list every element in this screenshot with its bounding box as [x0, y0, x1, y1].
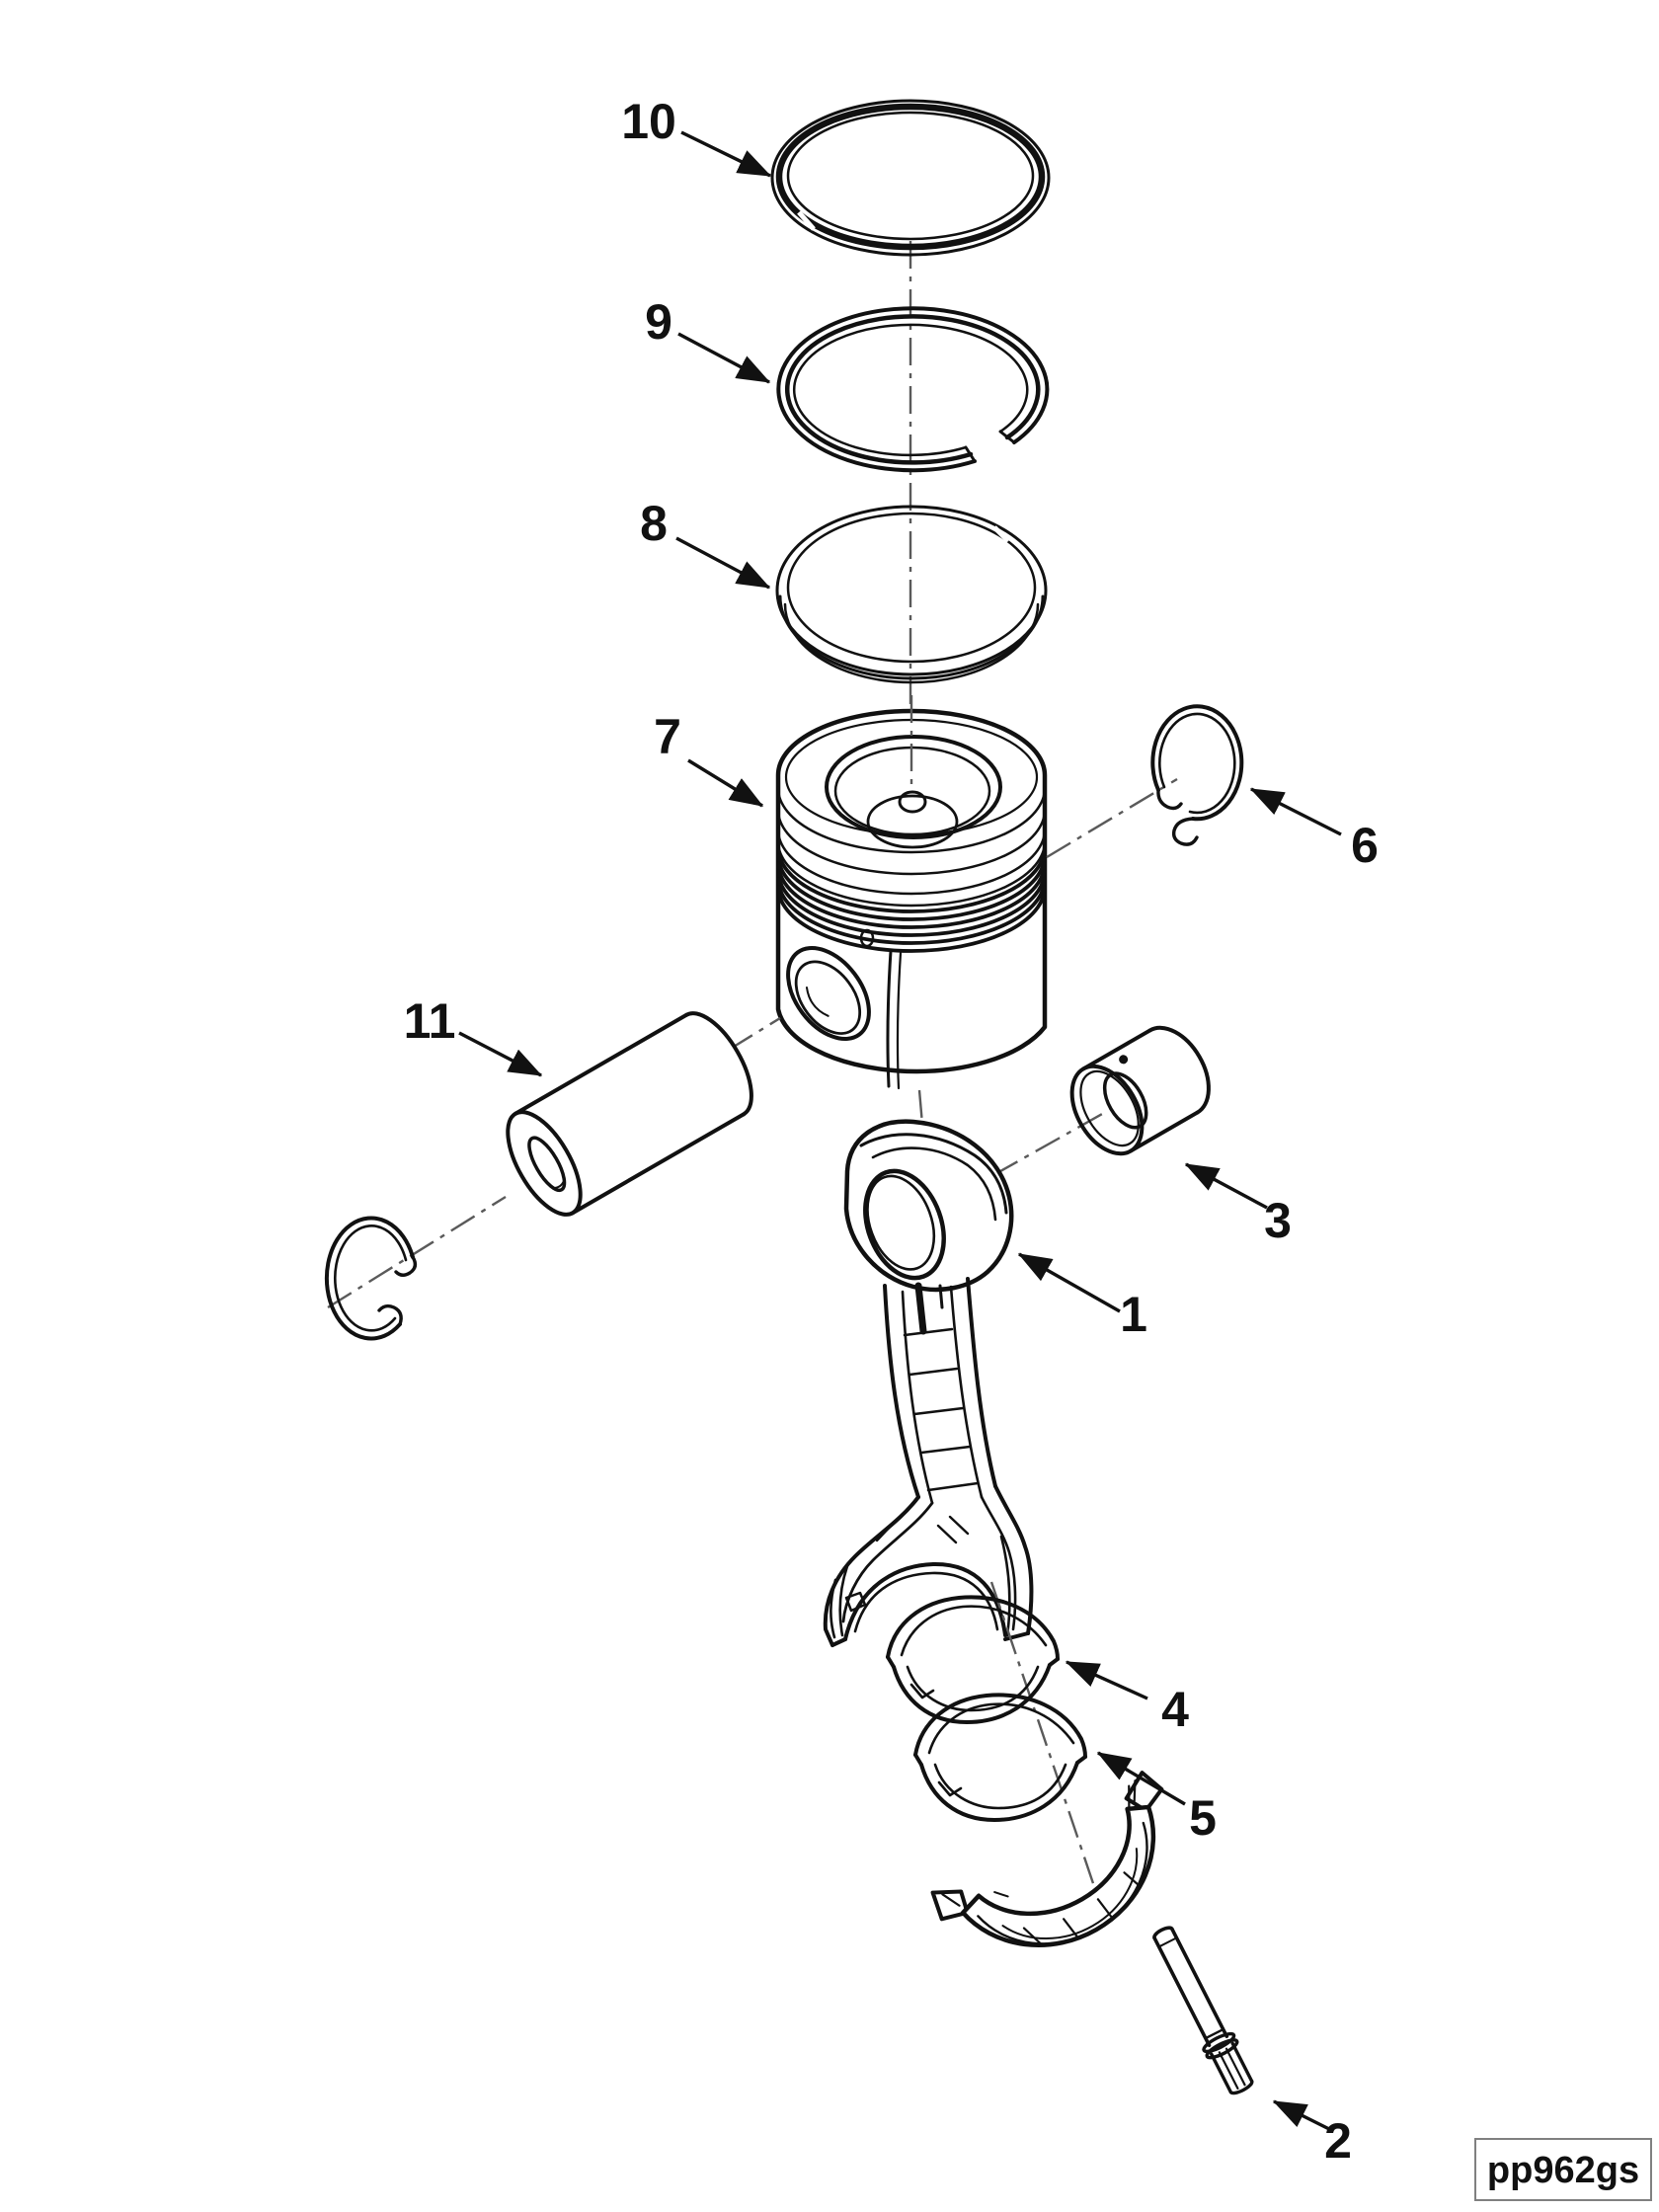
callout-6-label: 6 [1351, 818, 1379, 873]
crank-axis-centerline [989, 1581, 1102, 1905]
callout-6-arrow [1249, 787, 1342, 836]
piston-pin-bushing [1069, 1025, 1211, 1156]
callout-1: 1 [1017, 1252, 1147, 1342]
connecting-rod-bearing-lower [913, 1693, 1087, 1822]
bushing-bore [1102, 1071, 1148, 1130]
callout-11: 11 [404, 993, 543, 1077]
ring-gap [797, 210, 816, 231]
connecting-rod-bearing-upper [886, 1595, 1060, 1724]
callout-3-arrow [1184, 1162, 1268, 1210]
callout-11-arrow [458, 1031, 543, 1077]
callout-10: 10 [621, 94, 772, 178]
callout-10-arrow [680, 130, 772, 178]
callout-4-arrow [1065, 1660, 1148, 1700]
oil-control-ring [775, 505, 1048, 684]
rod-beam [883, 1277, 997, 1505]
combustion-bowl-rim [825, 735, 1002, 839]
oil-hole [1119, 1055, 1129, 1065]
callout-4: 4 [1065, 1660, 1189, 1737]
callout-6: 6 [1249, 787, 1379, 873]
callout-9-label: 9 [645, 294, 672, 350]
bearing-tab-notch [844, 1591, 867, 1613]
callout-1-label: 1 [1120, 1287, 1147, 1342]
callout-11-label: 11 [404, 993, 456, 1049]
second-compression-ring [776, 306, 1050, 473]
piston-pin-retaining-ring-right [1150, 704, 1244, 846]
callout-8-label: 8 [640, 496, 668, 551]
callout-5-arrow [1096, 1751, 1186, 1806]
bushing-axis-centerline [992, 1111, 1105, 1177]
callout-2: 2 [1272, 2099, 1352, 2169]
top-compression-ring [770, 99, 1051, 257]
callout-5: 5 [1096, 1751, 1217, 1846]
bowl-center-pip [898, 790, 927, 814]
callout-9: 9 [645, 294, 771, 384]
skirt-seam [886, 949, 893, 1088]
callout-7: 7 [654, 709, 764, 808]
bolt-flange [1202, 2031, 1236, 2054]
callout-8-arrow [675, 536, 771, 590]
connecting-rod-cap-bolt [1152, 1926, 1254, 2096]
callout-7-arrow [687, 758, 764, 808]
callout-5-label: 5 [1189, 1790, 1217, 1846]
piston-pin-bore [786, 945, 871, 1042]
bolt-flange [1205, 2038, 1239, 2060]
connecting-rod-cap [930, 1771, 1164, 1947]
callout-2-arrow [1272, 2099, 1332, 2132]
ring-gap-pin [859, 928, 875, 948]
figure-code: pp962gs [1487, 2150, 1639, 2191]
callout-3-label: 3 [1264, 1193, 1292, 1248]
callout-2-label: 2 [1324, 2113, 1352, 2169]
piston-pin [506, 1011, 753, 1217]
ring-grooves [776, 786, 1047, 953]
ring-gap [992, 525, 1010, 543]
small-end-bore [863, 1168, 946, 1281]
callout-8: 8 [640, 496, 771, 590]
figure-code-box: pp962gs [1474, 2138, 1652, 2201]
pin-bore-hole [527, 1136, 567, 1193]
callout-1-arrow [1017, 1252, 1121, 1313]
rod-big-end-fork [823, 1484, 1034, 1647]
callout-7-label: 7 [654, 709, 681, 764]
piston-pin-retaining-ring-left [324, 1216, 418, 1341]
cap-bolt-pad [930, 1889, 970, 1922]
callout-4-label: 4 [1161, 1682, 1189, 1737]
callout-10-label: 10 [621, 94, 676, 149]
callout-3: 3 [1184, 1162, 1292, 1248]
connecting-rod [823, 1119, 1034, 1647]
callout-9-arrow [677, 332, 771, 384]
callouts: 10 9 8 7 6 11 3 1 [404, 94, 1379, 2169]
skirt-seam [896, 951, 903, 1090]
bowl-center-mound [866, 794, 959, 849]
bolt-hex-head [1210, 2041, 1254, 2094]
piston [775, 695, 1048, 1090]
pin-axis-centerline [327, 777, 1178, 1309]
